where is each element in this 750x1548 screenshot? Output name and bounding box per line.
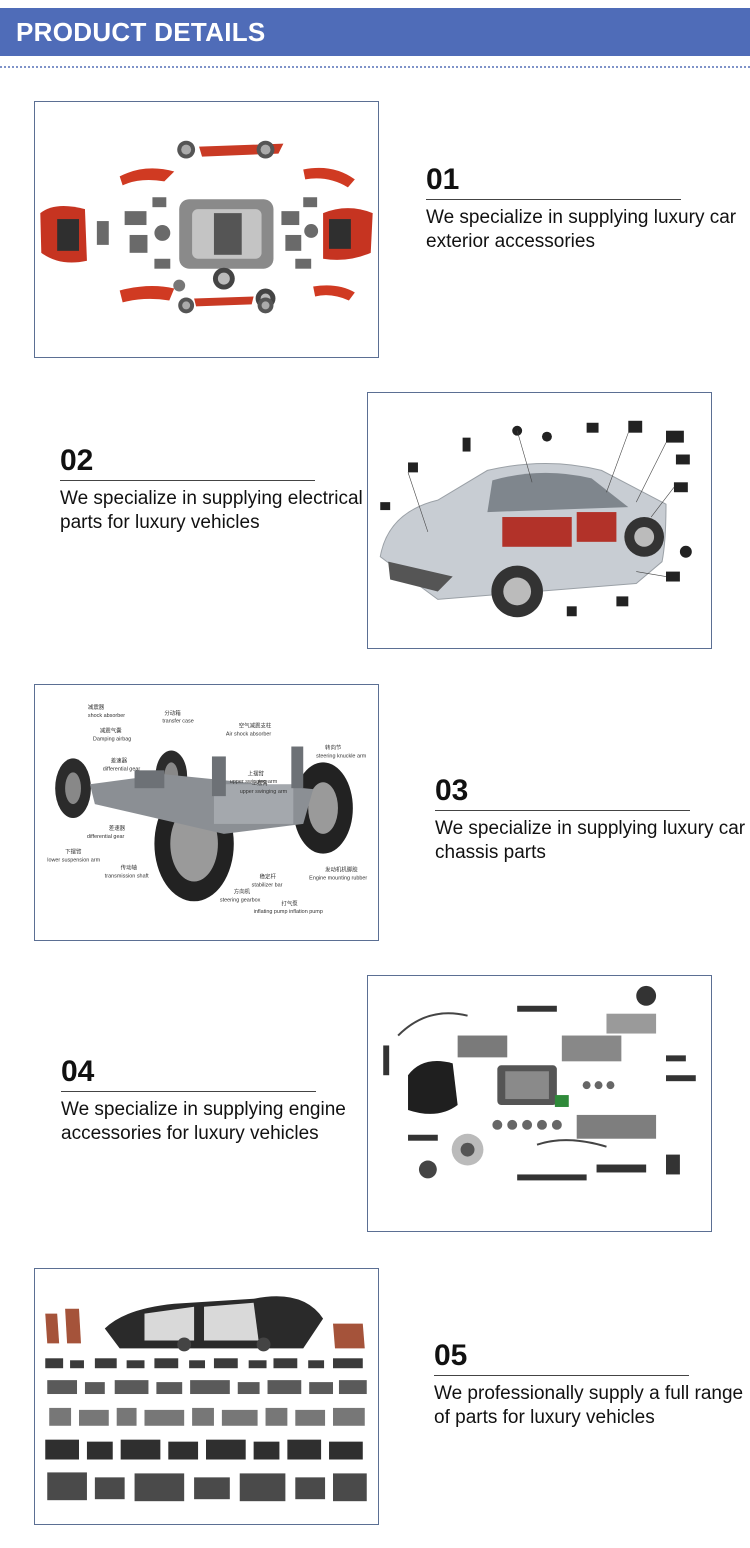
chassis-label: 发动机机脚胶 [325,866,358,874]
section-description: We specialize in supplying electrical pa… [60,488,363,533]
chassis-label: transmission shaft [105,873,149,879]
chassis-label: 空气减震支柱 [239,722,272,730]
chassis-label: 上摆臂 [248,769,265,777]
section-description: We specialize in supplying engine access… [61,1099,346,1144]
section-number: 03 [435,774,469,807]
number-underline [426,199,681,200]
full-parts-layout-icon [45,1296,367,1502]
chassis-label: steering knuckle arm [316,753,367,759]
chassis-label: 方向机 [234,887,251,895]
section-number: 01 [426,163,460,196]
section-02-info: 02 We specialize in supplying electrical… [60,444,380,535]
section-01-image [34,101,379,358]
chassis-label: 差速器 [111,756,128,764]
section-05-image [34,1268,379,1525]
chassis-label: 下摆臂 [65,848,82,856]
chassis-label: 减震气囊 [100,727,122,735]
chassis-label: upper swinging arm [230,779,278,785]
car-chassis-icon: 减震器 shock absorber 分动箱 transfer case 减震气… [47,703,367,915]
chassis-label: stabilizer bar [252,882,283,888]
chassis-label: Engine mounting rubber [309,875,367,881]
engine-parts-icon [383,985,696,1181]
number-underline [61,1091,316,1092]
dotted-divider [0,66,750,68]
chassis-label: steering gearbox [220,897,261,903]
section-description: We professionally supply a full range of… [434,1383,744,1428]
chassis-label: shock absorber [88,713,125,719]
section-03-image: 减震器 shock absorber 分动箱 transfer case 减震气… [34,684,379,941]
chassis-label: 上摆臂 [252,779,269,787]
chassis-label: 打气泵 [281,899,298,907]
chassis-label: Air shock absorber [226,732,272,738]
car-electrical-sensors-icon [379,420,692,618]
section-number: 02 [60,444,94,477]
section-number: 05 [434,1339,468,1372]
chassis-label: 转向节 [325,743,342,751]
chassis-label: differential gear [87,834,125,840]
section-header: PRODUCT DETAILS [0,8,750,56]
section-02-image [367,392,712,649]
chassis-label: 稳定杆 [260,872,277,880]
section-05-info: 05 We professionally supply a full range… [434,1339,750,1430]
number-underline [434,1375,689,1376]
section-number: 04 [61,1055,95,1088]
section-01-info: 01 We specialize in supplying luxury car… [426,163,746,254]
chassis-label: transfer case [162,719,193,725]
section-description: We specialize in supplying luxury car ex… [426,207,737,252]
chassis-label: 差速器 [109,824,126,832]
section-04-info: 04 We specialize in supplying engine acc… [61,1055,381,1146]
number-underline [435,810,690,811]
chassis-label: 分动箱 [164,709,181,717]
section-title: PRODUCT DETAILS [16,16,266,47]
exploded-car-body-icon [40,140,373,314]
chassis-label: inflating pump inflation pump [254,909,323,915]
chassis-label: 减震器 [88,703,105,711]
chassis-label: Damping airbag [93,737,131,743]
section-description: We specialize in supplying luxury car ch… [435,818,746,863]
chassis-label: lower suspension arm [47,858,100,864]
chassis-label: upper swinging arm [240,789,288,795]
chassis-label: differential gear [103,766,141,772]
number-underline [60,480,315,481]
section-03-info: 03 We specialize in supplying luxury car… [435,774,750,865]
section-04-image [367,975,712,1232]
chassis-label: 传动轴 [121,864,138,872]
